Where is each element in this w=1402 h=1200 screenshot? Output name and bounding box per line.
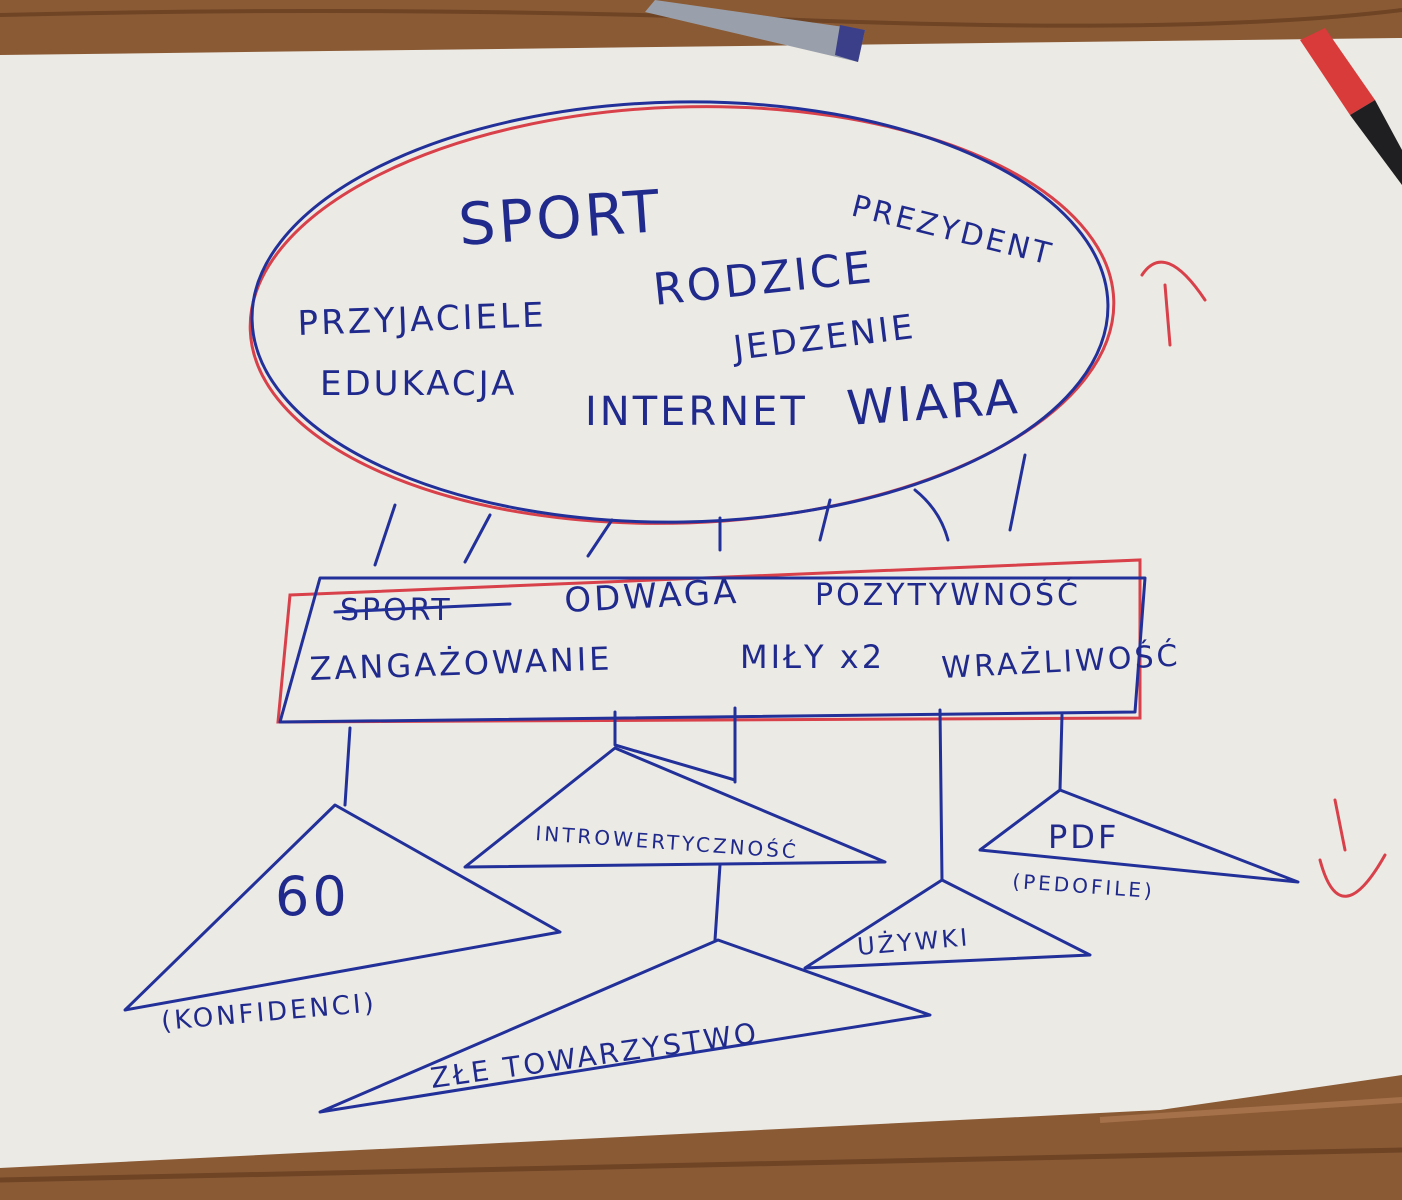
word-pozytywnosc: POZYTYWNOŚĆ: [815, 576, 1081, 613]
top-ellipse-blue: [250, 100, 1110, 524]
paper-sheet: [0, 38, 1402, 1168]
down-arrow-icon: [1318, 798, 1387, 898]
red-marker: [1300, 28, 1402, 185]
triangle-introwertycznosc: [463, 746, 887, 869]
word-internet: INTERNET: [585, 389, 808, 435]
triangle-pdf-label: PDF: [1048, 818, 1119, 856]
triangle-uzywki: [803, 878, 1092, 970]
word-wiara: WIARA: [845, 369, 1022, 437]
up-arrow-icon: [1140, 260, 1207, 347]
traits-box-red: [276, 558, 1142, 724]
word-przyjaciele: PRZYJACIELE: [297, 295, 547, 344]
word-sport: SPORT: [456, 177, 664, 259]
word-odwaga: ODWAGA: [563, 572, 740, 621]
triangle-pdf: [978, 788, 1300, 884]
traits-box-blue: [278, 576, 1147, 724]
connector-lines: [373, 453, 1027, 567]
triangle-zle-towarzystwo: [318, 938, 932, 1114]
branch-lines: [343, 706, 1064, 942]
triangle-konfidenci-label: 60: [275, 865, 350, 928]
strikethrough: [333, 602, 512, 614]
silver-marker: [645, 0, 865, 62]
word-mily-x2: MIŁY x2: [740, 638, 885, 676]
triangle-konfidenci: [123, 803, 562, 1012]
word-edukacja: EDUKACJA: [320, 364, 517, 404]
